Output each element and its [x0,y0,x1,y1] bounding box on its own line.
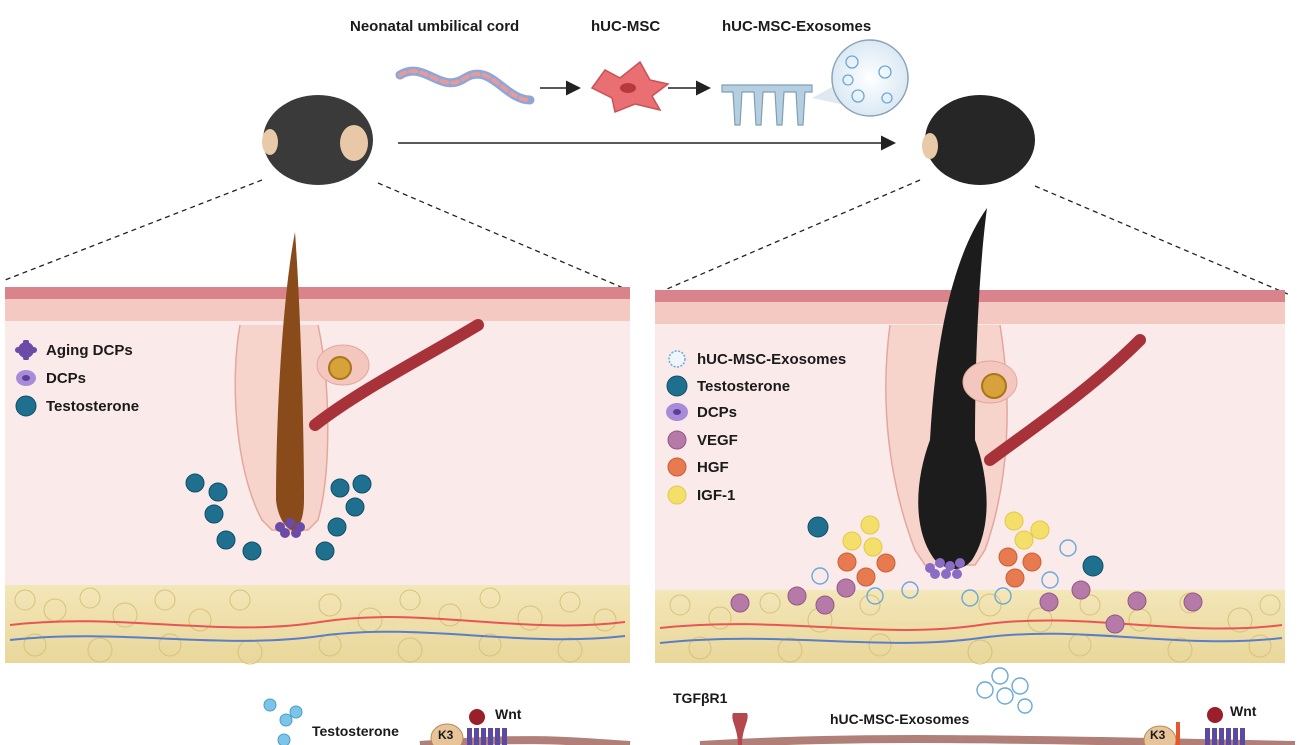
dcp-icon [16,370,36,386]
bald-head-icon [262,95,373,185]
hgf-icon [667,457,687,477]
bottom-k3-left-label: K3 [438,728,454,742]
exosome-icon [668,350,686,368]
bottom-wnt-left-label: Wnt [495,706,522,722]
left-skin-panel [5,232,630,665]
legend-testosterone: Testosterone [14,395,139,417]
bottom-signaling-strip [263,667,1296,745]
flow-label-msc: hUC-MSC [591,18,661,35]
igf1-icon [667,485,687,505]
legend-vegf: VEGF [665,429,738,451]
legend-label: DCPs [697,403,738,421]
legend-aging-dcps: Aging DCPs [14,340,133,360]
bottom-exosomes-label: hUC-MSC-Exosomes [830,711,970,727]
umbilical-cord-icon [395,66,535,105]
vegf-icon [667,430,687,450]
testosterone-icon [15,395,37,417]
bottom-tgfbr1-label: TGFβR1 [673,690,728,706]
bottom-k3-right-label: K3 [1150,728,1166,742]
bottom-testosterone-label: Testosterone [312,723,399,739]
legend-igf1: IGF-1 [665,484,735,506]
flow-label-cord: Neonatal umbilical cord [350,18,520,35]
legend-dcps: DCPs [14,368,86,388]
legend-label: IGF-1 [697,486,736,504]
legend-label: DCPs [46,369,87,387]
exosome-vesicles-icon [721,39,909,126]
legend-hgf: HGF [665,456,729,478]
legend-exosomes: hUC-MSC-Exosomes [665,348,846,370]
legend-testosterone-right: Testosterone [665,375,790,397]
full-hair-head-icon [922,95,1035,185]
legend-label: hUC-MSC-Exosomes [697,350,847,368]
bottom-wnt-right-label: Wnt [1230,703,1257,719]
aging-dcp-icon [15,340,37,360]
legend-label: VEGF [697,431,738,449]
dcp-icon [666,403,688,421]
legend-label: Testosterone [697,377,791,395]
right-skin-panel [655,208,1285,665]
zoom-lines [4,179,1291,296]
legend-dcps-right: DCPs [665,401,737,423]
legend-label: HGF [697,458,729,476]
flow-label-exosomes: hUC-MSC-Exosomes [722,18,872,35]
msc-cell-icon [590,60,670,114]
testosterone-icon [666,375,688,397]
legend-label: Testosterone [46,397,140,415]
legend-label: Aging DCPs [46,341,133,359]
